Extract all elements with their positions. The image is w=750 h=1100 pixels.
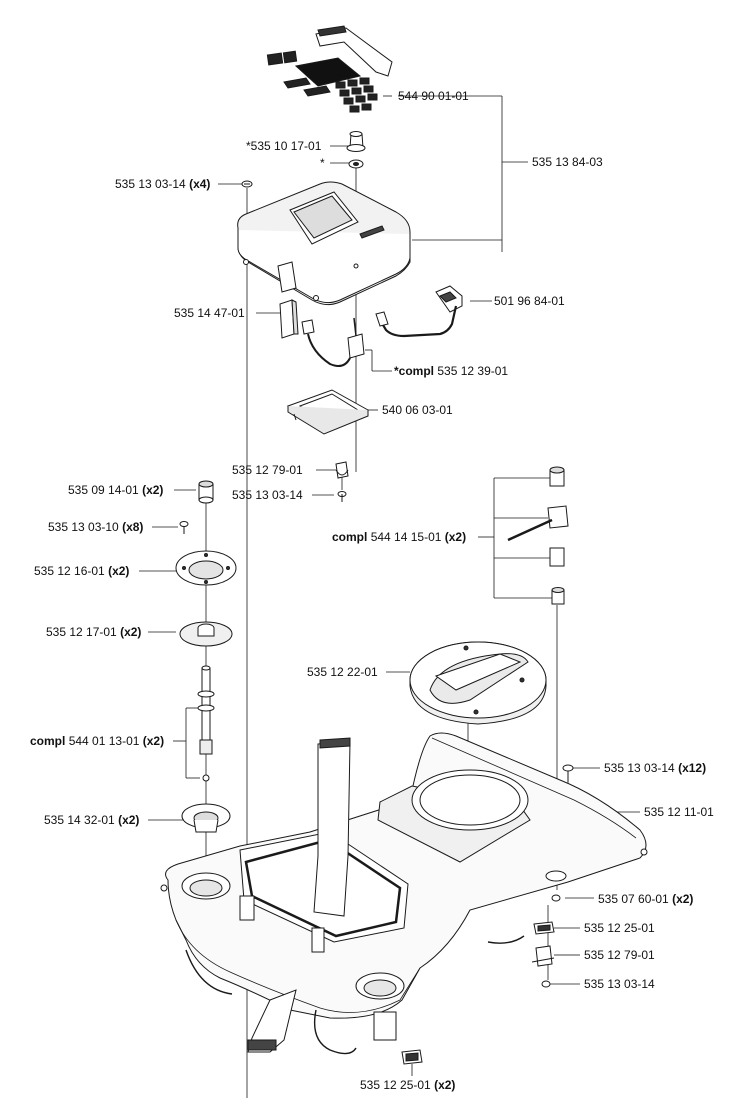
label-spring-assembly: compl 544 14 15-01 (x2)	[332, 530, 467, 544]
rivet-part	[551, 894, 561, 902]
label-cable-clip: 535 14 47-01	[174, 306, 245, 320]
label-clamp-right: 535 12 79-01	[584, 948, 655, 962]
label-screw-x12: 535 13 03-14 (x12)	[604, 761, 707, 775]
label-screw-x4: 535 13 03-14 (x4)	[115, 177, 211, 191]
label-pad-right: 535 12 25-01	[584, 921, 655, 935]
screw-x12-part	[562, 764, 574, 782]
label-screw-x8: 535 13 03-10 (x8)	[48, 520, 144, 534]
screw-x8-part	[179, 521, 189, 534]
label-keypad-overlay: 544 90 01-01	[398, 89, 469, 103]
label-rivet: 535 07 60-01 (x2)	[598, 892, 694, 906]
bracket-cable-part	[375, 285, 463, 338]
label-display-assembly: 535 13 84-03	[532, 155, 603, 169]
keypad-overlay-part	[266, 25, 393, 113]
display-housing-part	[237, 181, 411, 306]
bushing-part	[198, 480, 214, 504]
label-flange: 535 12 16-01 (x2)	[34, 564, 130, 578]
label-knob: *535 10 17-01	[246, 139, 322, 153]
label-screw-center: 535 13 03-14	[232, 488, 303, 502]
flat-cable-upper	[313, 737, 351, 917]
flat-cable-lower	[247, 989, 297, 1053]
clamp-right-part	[531, 945, 555, 967]
label-screw-right: 535 13 03-14	[584, 977, 655, 991]
cable-assembly-part	[301, 317, 365, 367]
membrane-part	[179, 621, 233, 647]
flange-part	[175, 550, 237, 586]
pad-bottom-part	[401, 1049, 423, 1065]
label-height-adjust-dial: 535 12 22-01	[307, 665, 378, 679]
label-chassis: 535 12 11-01	[644, 805, 714, 819]
label-washer: *	[320, 156, 325, 170]
pin-assembly-part	[197, 665, 215, 782]
seal-ring-part	[181, 803, 231, 833]
pad-right-part	[533, 921, 555, 935]
chassis-part	[160, 732, 648, 1055]
label-pcb-cover: 540 06 03-01	[382, 403, 453, 417]
label-pad-bottom: 535 12 25-01 (x2)	[360, 1078, 456, 1092]
height-adjust-dial-part	[409, 641, 547, 725]
screw-center-part	[337, 491, 347, 502]
label-clamp-center: 535 12 79-01	[232, 463, 303, 477]
label-seal-ring: 535 14 32-01 (x2)	[44, 813, 140, 827]
label-pin-assembly: compl 544 01 13-01 (x2)	[30, 734, 165, 748]
cable-clip-part	[279, 299, 299, 339]
label-cable-assembly: *compl 535 12 39-01	[394, 364, 509, 378]
pcb-cover-part	[286, 389, 370, 435]
spring-assembly-part	[507, 466, 569, 605]
label-membrane: 535 12 17-01 (x2)	[46, 625, 142, 639]
label-bushing: 535 09 14-01 (x2)	[68, 483, 164, 497]
clamp-center-part	[335, 461, 349, 479]
screw-x4-part	[241, 180, 253, 188]
label-bracket-cable: 501 96 84-01	[494, 294, 565, 308]
screw-right-part	[541, 980, 551, 988]
knob-part	[346, 131, 366, 152]
washer-part	[348, 159, 364, 169]
